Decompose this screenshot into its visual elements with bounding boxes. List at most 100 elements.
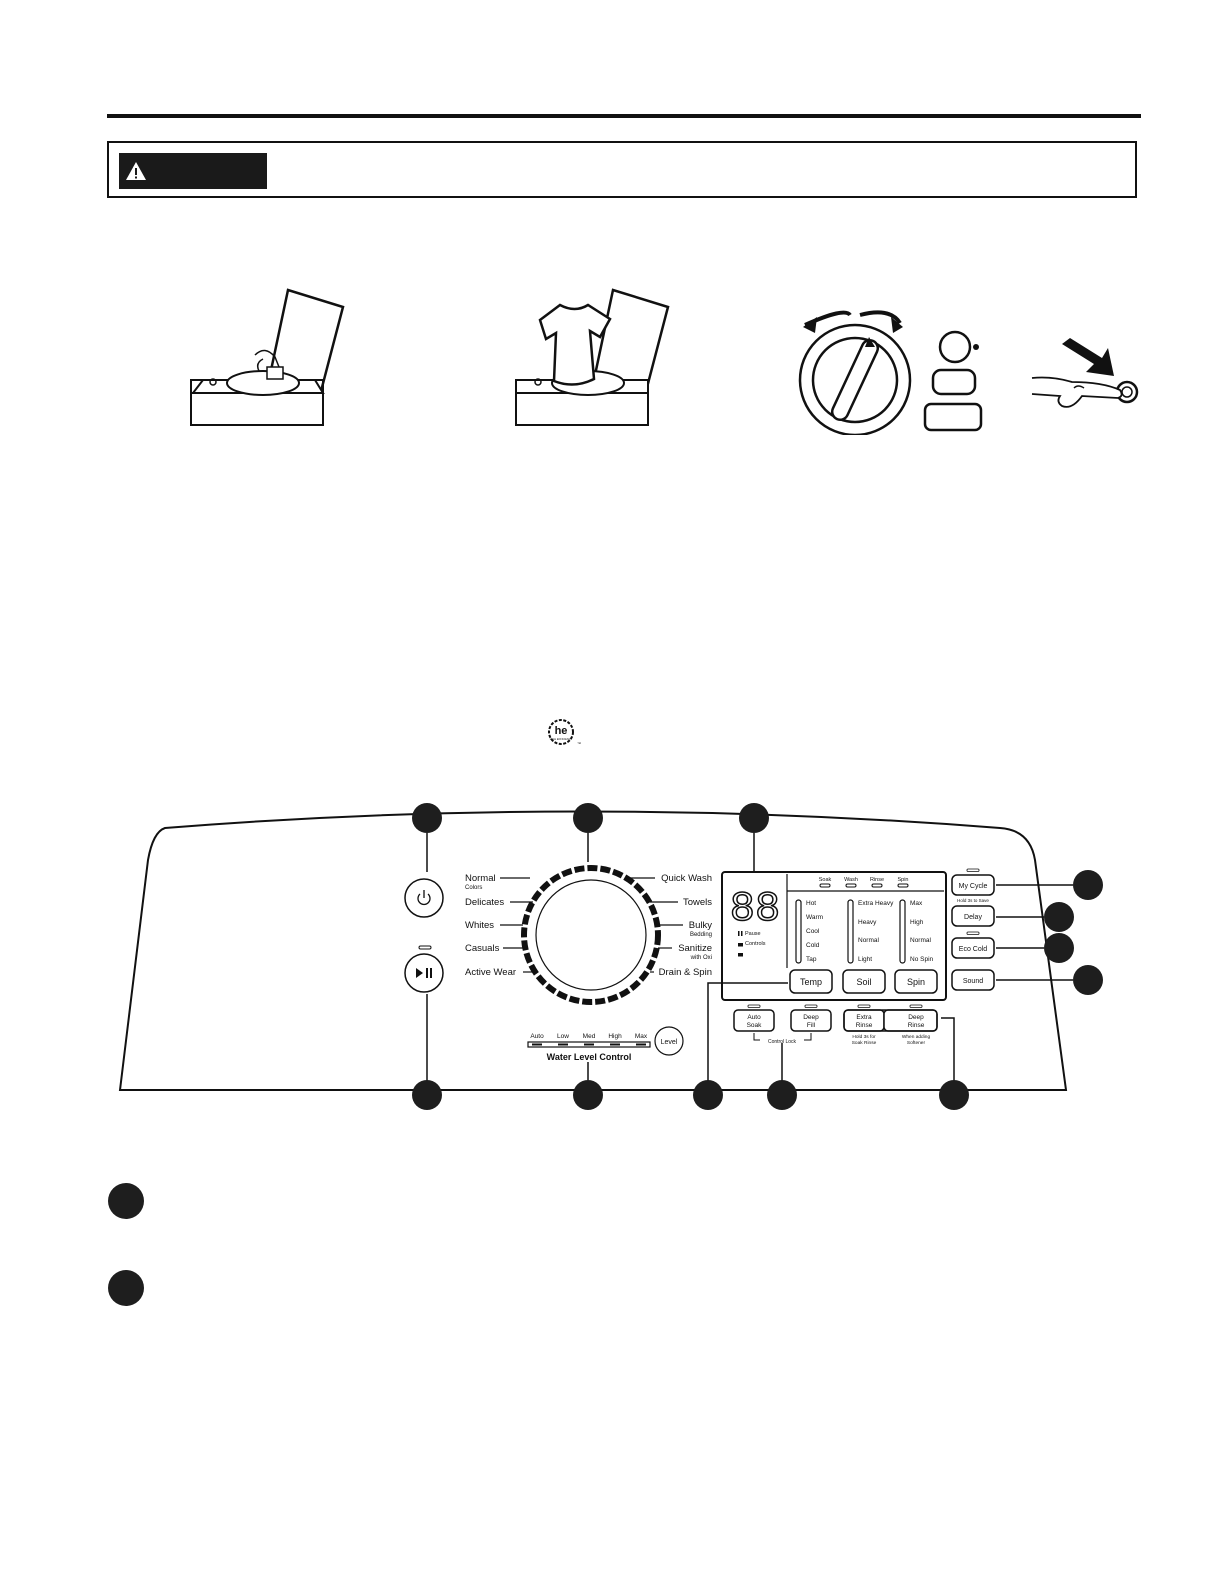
deep-rinse-note-2: Softener bbox=[907, 1040, 926, 1046]
eco-cold-label: Eco Cold bbox=[959, 946, 988, 953]
control-panel-diagram: Normal Colors Delicates Whites Casuals A… bbox=[118, 803, 1103, 1110]
warning-triangle-icon bbox=[126, 162, 146, 180]
temp-hot: Hot bbox=[806, 900, 816, 907]
deep-rinse-note-1: When adding bbox=[902, 1034, 931, 1040]
level-button[interactable]: Level bbox=[654, 1026, 684, 1056]
press-start-illustration bbox=[1031, 338, 1139, 408]
spin-button-label: Spin bbox=[907, 977, 925, 987]
cycle-bulky-sub: Bedding bbox=[690, 932, 712, 938]
cycle-casuals[interactable]: Casuals bbox=[465, 943, 500, 954]
spin-button[interactable]: Spin bbox=[894, 969, 938, 994]
temp-cool: Cool bbox=[806, 928, 820, 935]
auto-soak-label-2: Soak bbox=[747, 1022, 763, 1029]
spin-no-spin: No Spin bbox=[910, 956, 934, 963]
soil-button-label: Soil bbox=[856, 977, 871, 987]
status-soak: Soak bbox=[819, 877, 832, 883]
auto-soak-button[interactable]: Auto Soak bbox=[733, 1004, 775, 1032]
deep-fill-label-1: Deep bbox=[803, 1014, 819, 1021]
status-wash: Wash bbox=[844, 877, 858, 883]
callout-bottom-water-level bbox=[573, 1080, 603, 1110]
soil-light: Light bbox=[858, 956, 872, 963]
deep-rinse-label-2: Rinse bbox=[908, 1022, 925, 1029]
callout-my-cycle bbox=[1073, 870, 1103, 900]
water-level-low: Low bbox=[557, 1033, 569, 1040]
controls-indicator: Controls bbox=[745, 941, 766, 947]
callout-bottom-temp bbox=[693, 1080, 723, 1110]
delay-button[interactable]: Delay bbox=[951, 905, 995, 927]
he-logo: he HIGH EFFICIENCY ™ bbox=[546, 719, 582, 752]
extra-rinse-button[interactable]: Extra Rinse bbox=[843, 1004, 885, 1032]
pause-indicator: Pause bbox=[745, 931, 761, 937]
eco-cold-button[interactable]: Eco Cold bbox=[951, 931, 995, 959]
top-rule bbox=[107, 114, 1141, 118]
hold-to-save-note: Hold 3s to Save bbox=[957, 898, 989, 903]
extra-rinse-label-2: Rinse bbox=[856, 1022, 873, 1029]
temp-button[interactable]: Temp bbox=[789, 969, 833, 994]
deep-rinse-button[interactable]: Deep Rinse bbox=[883, 1004, 938, 1032]
time-display: 88 bbox=[730, 885, 780, 933]
cycle-bulky[interactable]: Bulky bbox=[689, 920, 712, 931]
cycle-quick-wash[interactable]: Quick Wash bbox=[661, 873, 712, 884]
sound-button[interactable]: Sound bbox=[951, 969, 995, 991]
deep-fill-button[interactable]: Deep Fill bbox=[790, 1004, 832, 1032]
load-clothes-illustration bbox=[515, 288, 670, 426]
section-bullet-2 bbox=[108, 1270, 144, 1306]
temp-button-label: Temp bbox=[800, 977, 822, 987]
delay-label: Delay bbox=[964, 914, 982, 921]
start-pause-button[interactable] bbox=[404, 953, 444, 993]
cycle-normal-sub: Colors bbox=[465, 885, 482, 891]
level-button-label: Level bbox=[661, 1039, 678, 1046]
temp-tap: Tap bbox=[806, 956, 817, 963]
start-indicator bbox=[418, 945, 432, 950]
deep-fill-label-2: Fill bbox=[807, 1022, 816, 1029]
status-rinse: Rinse bbox=[870, 877, 884, 883]
display-panel bbox=[721, 871, 947, 1001]
callout-bottom-rinse bbox=[939, 1080, 969, 1110]
my-cycle-button[interactable]: My Cycle bbox=[951, 868, 995, 896]
water-level-auto: Auto bbox=[530, 1033, 544, 1040]
spin-normal: Normal bbox=[910, 937, 932, 944]
extra-rinse-label-1: Extra bbox=[856, 1014, 872, 1021]
cycle-selector-dial[interactable] bbox=[521, 865, 661, 1005]
he-logo-text: he bbox=[555, 725, 568, 737]
warning-tag bbox=[119, 153, 267, 189]
callout-top-dial bbox=[573, 803, 603, 862]
callout-sound bbox=[1073, 965, 1103, 995]
cycle-sanitize[interactable]: Sanitize bbox=[678, 943, 712, 954]
cycle-whites[interactable]: Whites bbox=[465, 920, 494, 931]
status-spin: Spin bbox=[897, 877, 908, 883]
extra-rinse-note-1: Hold 3s for bbox=[852, 1034, 876, 1040]
he-logo-subtext: HIGH EFFICIENCY bbox=[550, 737, 573, 741]
deep-rinse-label-1: Deep bbox=[908, 1014, 924, 1021]
temp-cold: Cold bbox=[806, 942, 820, 949]
cycle-normal[interactable]: Normal bbox=[465, 873, 496, 884]
callout-eco-cold bbox=[1044, 933, 1074, 963]
cycle-knob-illustration bbox=[798, 310, 983, 435]
water-level-max: Max bbox=[635, 1033, 648, 1040]
section-bullet-1 bbox=[108, 1183, 144, 1219]
cycle-active-wear[interactable]: Active Wear bbox=[465, 967, 516, 978]
cycle-towels[interactable]: Towels bbox=[683, 897, 712, 908]
callout-bottom-control-lock bbox=[767, 1080, 797, 1110]
power-button[interactable] bbox=[404, 878, 444, 918]
cycle-delicates[interactable]: Delicates bbox=[465, 897, 504, 908]
svg-text:™: ™ bbox=[577, 741, 581, 746]
cycle-drain-spin[interactable]: Drain & Spin bbox=[659, 967, 712, 978]
callout-bottom-start bbox=[412, 1080, 442, 1110]
soil-normal: Normal bbox=[858, 937, 880, 944]
detergent-pour-illustration bbox=[190, 288, 345, 426]
soil-heavy: Heavy bbox=[858, 919, 877, 926]
callout-top-power bbox=[412, 803, 442, 872]
spin-high: High bbox=[910, 919, 924, 926]
callout-delay bbox=[1044, 902, 1074, 932]
spin-max: Max bbox=[910, 900, 923, 907]
cycle-sanitize-sub: with Oxi bbox=[690, 955, 712, 961]
water-level-title: Water Level Control bbox=[547, 1052, 632, 1062]
soil-extra-heavy: Extra Heavy bbox=[858, 900, 894, 907]
illustrations-row bbox=[0, 270, 1224, 440]
water-level-high: High bbox=[608, 1033, 622, 1040]
soil-button[interactable]: Soil bbox=[842, 969, 886, 994]
panel-outline bbox=[118, 810, 1068, 1091]
play-pause-icon bbox=[416, 968, 432, 978]
auto-soak-label-1: Auto bbox=[747, 1014, 761, 1021]
